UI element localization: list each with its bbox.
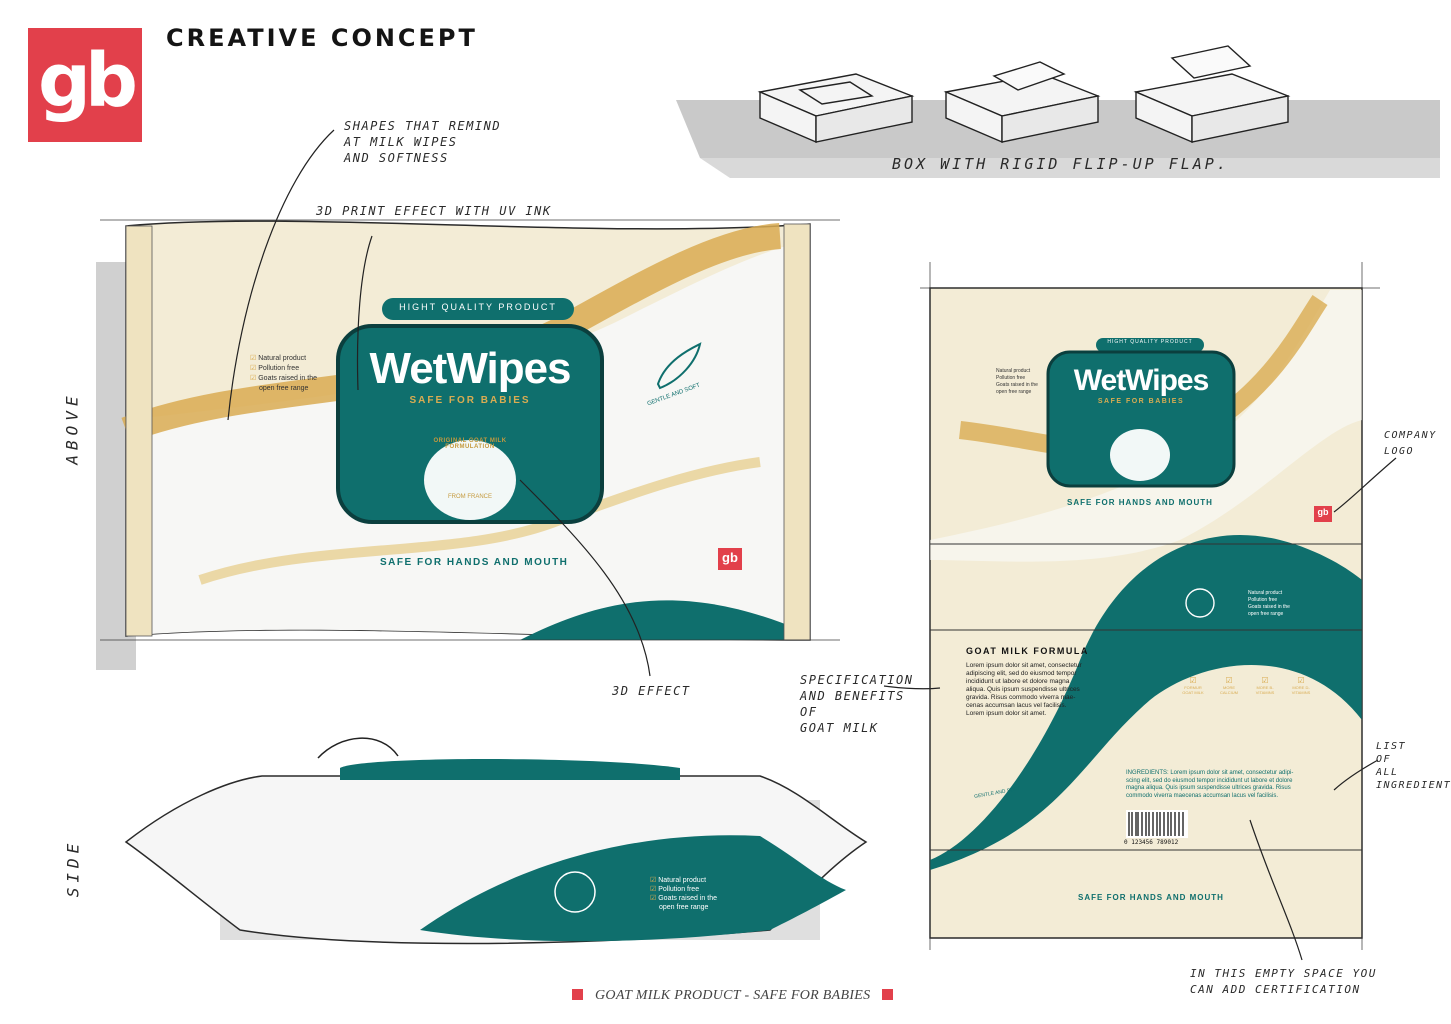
back-badge: HIGHT QUALITY PRODUCT	[1107, 339, 1193, 345]
benefits-row: ☑FORMUR GOAT MILK ☑MORE CALCIUM ☑MORE B-…	[1180, 676, 1314, 695]
side-label: SIDE	[63, 838, 83, 898]
front-seal-sub: FROM FRANCE	[448, 494, 492, 500]
ingredients-text-4: commodo viverra maecenas accumsan lacus …	[1126, 792, 1279, 799]
front-badge: HIGHT QUALITY PRODUCT	[399, 302, 557, 312]
side-feature-1: Natural product	[658, 877, 707, 884]
gb-logo: gb	[28, 28, 142, 142]
company-logo-annotation: COMPANY LOGO	[1384, 428, 1437, 460]
formula-line-1: Lorem ipsum dolor sit amet, consectetur	[966, 662, 1082, 669]
front-features: ☑ Natural product ☑ Pollution free ☑ Goa…	[250, 355, 317, 392]
formula-title: GOAT MILK FORMULA	[966, 646, 1089, 656]
back-safe-hands: SAFE FOR HANDS AND MOUTH	[1078, 893, 1224, 902]
ingredients-line-1: LIST	[1376, 741, 1407, 752]
arrow-company-logo	[1333, 457, 1397, 513]
side-pack	[124, 737, 868, 945]
box-sketch-open	[1133, 45, 1291, 144]
ingredients-text-1: INGREDIENTS: Lorem ipsum dolor sit amet,…	[1126, 770, 1294, 776]
back-brand: WetWipes	[1073, 364, 1210, 397]
certification-annotation: IN THIS EMPTY SPACE YOU CAN ADD CERTIFIC…	[1190, 966, 1377, 998]
side-feature-3: Goats raised in the	[658, 895, 717, 902]
front-brand: WetWipes	[369, 344, 571, 393]
box-sketch-closed	[757, 73, 915, 144]
barcode	[1126, 810, 1188, 838]
back-company-logo: gb	[1317, 507, 1329, 517]
shapes-line-1: SHAPES THAT REMIND	[344, 119, 502, 133]
back-top-feature-1: Natural product	[996, 368, 1031, 374]
formula-line-4: aliqua. Quis ipsum suspendisse ultrices	[966, 686, 1080, 693]
print3d-annotation: 3D PRINT EFFECT WITH UV INK	[316, 204, 552, 218]
front-feature-3: Goats raised in the	[258, 375, 317, 382]
benefit-1: FORMUR GOAT MILK	[1182, 685, 1204, 695]
spec-line-1: SPECIFICATION	[800, 673, 914, 687]
certification-line-2: CAN ADD CERTIFICATION	[1190, 983, 1361, 996]
shapes-annotation: SHAPES THAT REMIND AT MILK WIPES AND SOF…	[344, 118, 544, 166]
company-logo-line-2: LOGO	[1384, 446, 1415, 457]
footer: GOAT MILK PRODUCT - SAFE FOR BABIES	[560, 988, 905, 1004]
ingredients-annotation: LIST OF ALL INGREDIENTS	[1376, 740, 1451, 792]
box-caption: BOX WITH RIGID FLIP-UP FLAP.	[892, 155, 1229, 173]
shapes-line-2: AT MILK WIPES	[344, 135, 458, 149]
ingredients-line-2: OF	[1376, 754, 1392, 765]
ingredients-line-3: ALL	[1376, 767, 1399, 778]
ingredients-text-3: magna aliqua. Quis ipsum suspendisse ult…	[1126, 785, 1291, 791]
front-seal-text: ORIGINAL GOAT MILK FORMULATION	[433, 438, 507, 450]
front-pack-logo: gb	[722, 550, 738, 565]
back-top-features: Natural product Pollution free Goats rai…	[996, 368, 1038, 396]
ingredients-text: INGREDIENTS: Lorem ipsum dolor sit amet,…	[1126, 770, 1293, 800]
back-top-feature-3: Goats raised in the	[996, 382, 1038, 388]
formula-line-5: gravida. Risus commodo viverra mae-	[966, 694, 1076, 701]
above-label: ABOVE	[62, 391, 82, 465]
ingredients-line-4: INGREDIENTS	[1376, 780, 1451, 791]
spec-annotation: SPECIFICATION AND BENEFITS OF GOAT MILK	[800, 672, 920, 736]
formula-line-6: cenas accumsan lacus vel facilisis.	[966, 702, 1067, 709]
spec-line-2: AND BENEFITS OF	[800, 689, 905, 719]
back-mid-features: Natural product Pollution free Goats rai…	[1248, 590, 1290, 618]
back-mid-feature-2: Pollution free	[1248, 597, 1278, 603]
benefit-3: MORE B-VITAMINS	[1255, 685, 1275, 695]
back-top-feature-4: open free range	[996, 389, 1032, 395]
footer-square-right	[882, 989, 894, 1000]
front-pack	[96, 220, 811, 670]
effect3d-annotation: 3D EFFECT	[612, 684, 691, 698]
back-tagline: SAFE FOR BABIES	[1097, 398, 1185, 405]
certification-line-1: IN THIS EMPTY SPACE YOU	[1190, 967, 1377, 980]
ingredients-text-2: scing elit, sed do eiusmod tempor incidi…	[1126, 777, 1293, 784]
spec-line-3: GOAT MILK	[800, 721, 879, 735]
arrow-spec	[883, 685, 941, 690]
barcode-number: 0 123456 789012	[1124, 839, 1179, 846]
back-mid-feature-3: Goats raised in the	[1248, 604, 1290, 610]
company-logo-line-1: COMPANY	[1384, 430, 1437, 441]
page-title: CREATIVE CONCEPT	[166, 24, 478, 52]
front-tagline: SAFE FOR BABIES	[409, 395, 531, 406]
front-feature-4: open free range	[259, 385, 309, 392]
benefit-2: MORE CALCIUM	[1219, 685, 1238, 695]
side-feature-2: Pollution free	[658, 886, 700, 893]
arrow-ingredients	[1333, 759, 1379, 791]
front-feature-2: Pollution free	[258, 365, 300, 372]
back-front-safe-hands: SAFE FOR HANDS AND MOUTH	[1067, 498, 1213, 507]
formula-line-3: incididunt ut labore et dolore magna	[966, 678, 1070, 685]
formula-text: Lorem ipsum dolor sit amet, consectetur …	[966, 662, 1082, 718]
side-feature-4: open free range	[659, 904, 709, 911]
formula-line-2: adipiscing elit, sed do eiusmod tempor	[966, 670, 1077, 677]
front-safe-hands: SAFE FOR HANDS AND MOUTH	[380, 557, 569, 568]
box-sketch-opening	[943, 61, 1101, 144]
back-mid-feature-4: open free range	[1248, 611, 1284, 617]
back-mid-feature-1: Natural product	[1248, 590, 1283, 596]
shapes-line-3: AND SOFTNESS	[344, 151, 449, 165]
arrow-3d-effect	[519, 479, 651, 677]
arrow-certification	[1249, 819, 1303, 961]
footer-square-left	[572, 989, 583, 1000]
formula-line-7: Lorem ipsum dolor sit amet.	[966, 710, 1047, 717]
arrow-shapes	[227, 129, 335, 421]
front-feature-1: Natural product	[258, 355, 307, 362]
arrow-print3d	[356, 235, 373, 391]
benefit-4: MORE D-VITAMINS	[1291, 685, 1311, 695]
side-features: ☑ Natural product ☑ Pollution free ☑ Goa…	[650, 877, 717, 911]
back-top-feature-2: Pollution free	[996, 375, 1026, 381]
footer-text: GOAT MILK PRODUCT - SAFE FOR BABIES	[595, 988, 871, 1003]
back-layout	[929, 287, 1363, 939]
